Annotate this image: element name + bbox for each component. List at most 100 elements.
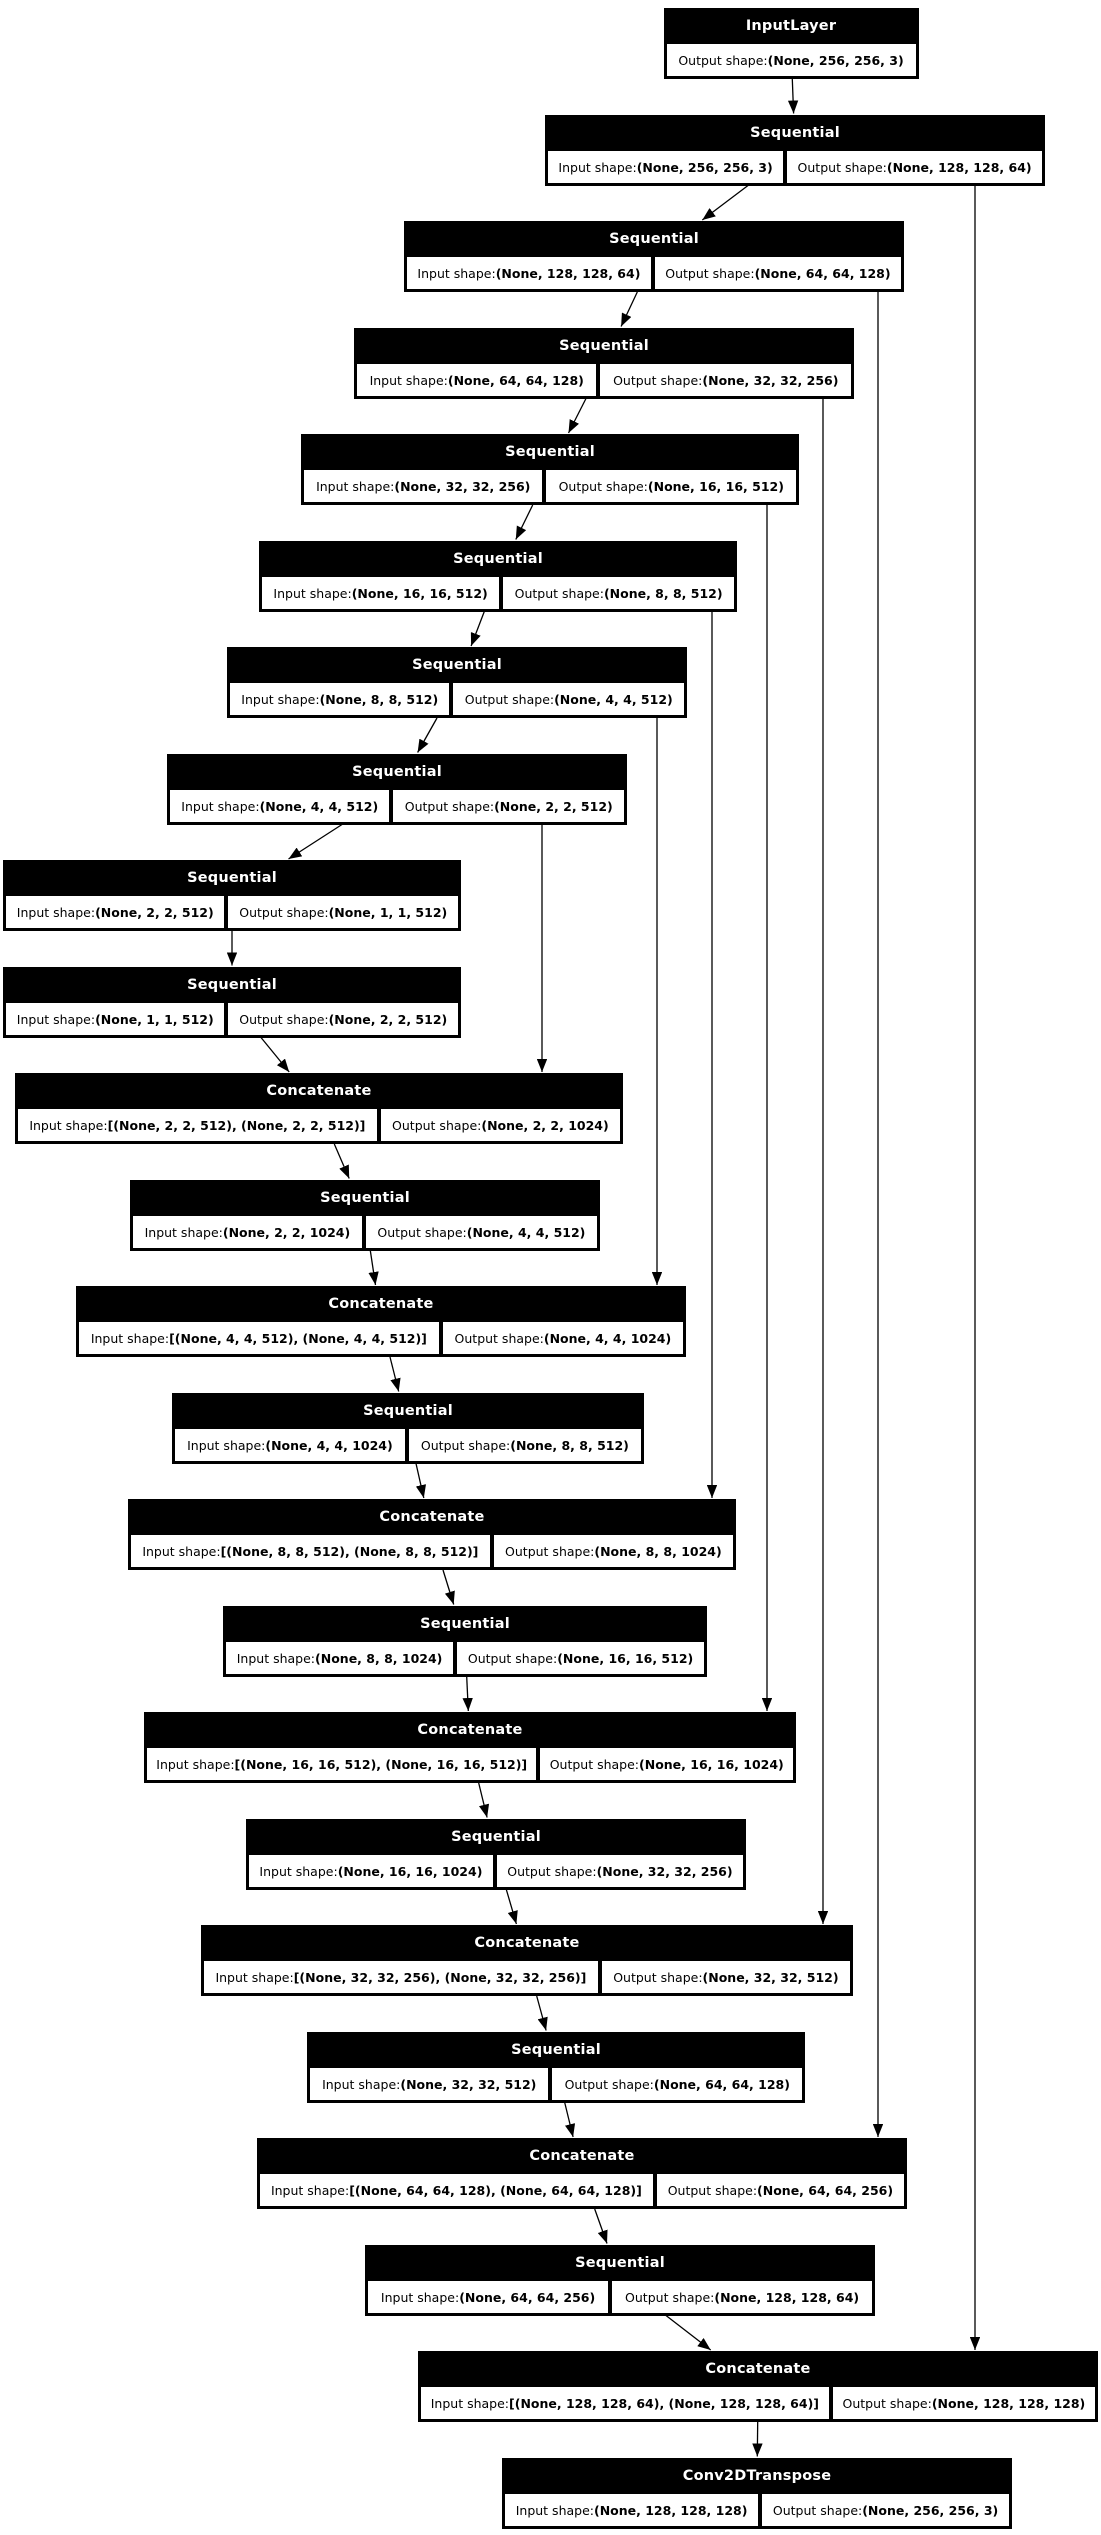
output-shape-value: (None, 16, 16, 512) bbox=[557, 1650, 694, 1666]
input-shape-label: Input shape: bbox=[558, 159, 637, 175]
output-shape-label: Output shape: bbox=[678, 52, 768, 68]
edge-chain bbox=[567, 398, 587, 434]
shape-cells-row: Input shape: [(None, 64, 64, 128), (None… bbox=[257, 2174, 907, 2209]
shape-cells-row: Input shape: [(None, 2, 2, 512), (None, … bbox=[15, 1109, 623, 1144]
shape-cells-row: Input shape: (None, 128, 128, 128)Output… bbox=[502, 2494, 1012, 2529]
node-title: Sequential bbox=[575, 2255, 665, 2271]
output-shape-value: (None, 256, 256, 3) bbox=[862, 2502, 999, 2518]
output-shape-label: Output shape: bbox=[772, 2502, 863, 2518]
output-shape-value: (None, 32, 32, 512) bbox=[702, 1969, 839, 1985]
output-shape-cell: Output shape: (None, 64, 64, 128) bbox=[654, 257, 902, 289]
edge-chain bbox=[368, 1250, 379, 1286]
output-shape-cell: Output shape: (None, 4, 4, 512) bbox=[365, 1216, 597, 1248]
output-shape-label: Output shape: bbox=[392, 1117, 482, 1133]
node-title: Sequential bbox=[609, 231, 699, 247]
input-shape-label: Input shape: bbox=[369, 372, 448, 388]
input-shape-value: (None, 4, 4, 1024) bbox=[265, 1437, 393, 1453]
output-shape-cell: Output shape: (None, 64, 64, 128) bbox=[552, 2068, 803, 2100]
node-title: Concatenate bbox=[705, 2361, 811, 2377]
shape-cells-row: Input shape: [(None, 128, 128, 64), (Non… bbox=[418, 2387, 1098, 2422]
input-shape-label: Input shape: bbox=[316, 478, 395, 494]
edge-chain bbox=[389, 1356, 401, 1392]
node-title: Concatenate bbox=[474, 1935, 580, 1951]
input-shape-cell: Input shape: [(None, 64, 64, 128), (None… bbox=[260, 2174, 653, 2206]
output-shape-cell: Output shape: (None, 128, 128, 64) bbox=[612, 2281, 873, 2313]
shape-cells-row: Input shape: [(None, 16, 16, 512), (None… bbox=[144, 1748, 796, 1783]
node-title: InputLayer bbox=[745, 18, 837, 34]
input-shape-cell: Input shape: [(None, 8, 8, 512), (None, … bbox=[131, 1535, 490, 1567]
output-shape-value: (None, 32, 32, 256) bbox=[702, 372, 839, 388]
input-shape-label: Input shape: bbox=[156, 1756, 235, 1772]
input-shape-label: Input shape: bbox=[322, 2076, 401, 2092]
output-shape-label: Output shape: bbox=[558, 478, 648, 494]
output-shape-cell: Output shape: (None, 2, 2, 512) bbox=[393, 790, 625, 822]
shape-cells-row: Input shape: [(None, 4, 4, 512), (None, … bbox=[76, 1322, 686, 1357]
output-shape-value: (None, 2, 2, 512) bbox=[494, 798, 613, 814]
output-shape-label: Output shape: bbox=[505, 1543, 595, 1559]
input-shape-cell: Input shape: (None, 32, 32, 256) bbox=[304, 470, 543, 502]
edge-chain bbox=[515, 504, 534, 540]
shape-cells-row: Input shape: (None, 64, 64, 128)Output s… bbox=[354, 364, 854, 399]
output-shape-label: Output shape: bbox=[464, 691, 555, 707]
node-title: Sequential bbox=[559, 338, 649, 354]
output-shape-value: (None, 128, 128, 64) bbox=[714, 2289, 860, 2305]
shape-cells-row: Output shape: (None, 256, 256, 3) bbox=[664, 44, 919, 79]
edge-chain bbox=[505, 1889, 518, 1925]
shape-cells-row: Input shape: (None, 256, 256, 3)Output s… bbox=[545, 151, 1045, 186]
input-shape-cell: Input shape: [(None, 4, 4, 512), (None, … bbox=[79, 1322, 439, 1354]
input-shape-cell: Input shape: (None, 2, 2, 1024) bbox=[133, 1216, 362, 1248]
input-shape-value: [(None, 16, 16, 512), (None, 16, 16, 512… bbox=[234, 1756, 528, 1772]
shape-cells-row: Input shape: (None, 64, 64, 256)Output s… bbox=[365, 2281, 875, 2316]
output-shape-value: (None, 128, 128, 64) bbox=[886, 159, 1032, 175]
output-shape-label: Output shape: bbox=[514, 585, 604, 601]
shape-cells-row: Input shape: (None, 4, 4, 1024)Output sh… bbox=[172, 1429, 644, 1464]
shape-cells-row: Input shape: (None, 1, 1, 512)Output sha… bbox=[3, 1003, 461, 1038]
input-shape-value: [(None, 2, 2, 512), (None, 2, 2, 512)] bbox=[107, 1117, 366, 1133]
output-shape-label: Output shape: bbox=[797, 159, 887, 175]
output-shape-cell: Output shape: (None, 8, 8, 512) bbox=[408, 1429, 641, 1461]
input-shape-cell: Input shape: [(None, 2, 2, 512), (None, … bbox=[18, 1109, 377, 1141]
output-shape-label: Output shape: bbox=[613, 372, 703, 388]
output-shape-label: Output shape: bbox=[377, 1224, 467, 1240]
output-shape-label: Output shape: bbox=[239, 904, 329, 920]
output-shape-value: (None, 4, 4, 512) bbox=[466, 1224, 586, 1240]
input-shape-cell: Input shape: (None, 128, 128, 64) bbox=[407, 257, 651, 289]
output-shape-value: (None, 256, 256, 3) bbox=[767, 52, 904, 68]
shape-cells-row: Input shape: [(None, 32, 32, 256), (None… bbox=[201, 1961, 853, 1996]
output-shape-label: Output shape: bbox=[665, 265, 755, 281]
node-title: Concatenate bbox=[379, 1509, 485, 1525]
shape-cells-row: Input shape: (None, 32, 32, 256) Output s… bbox=[301, 470, 799, 505]
node-title: Concatenate bbox=[417, 1722, 523, 1738]
input-shape-label: Input shape: bbox=[29, 1117, 108, 1133]
output-shape-cell: Output shape: (None, 32, 32, 512) bbox=[601, 1961, 851, 1993]
edge-group bbox=[226, 78, 981, 2457]
edge-chain bbox=[536, 1995, 548, 2031]
output-shape-cell: Output shape: (None, 256, 256, 3) bbox=[762, 2494, 1009, 2526]
output-shape-label: Output shape: bbox=[420, 1437, 511, 1453]
node-title: Sequential bbox=[412, 657, 502, 673]
output-shape-label: Output shape: bbox=[507, 1863, 597, 1879]
edge-chain bbox=[442, 1569, 455, 1605]
output-shape-value: (None, 2, 2, 512) bbox=[328, 1011, 448, 1027]
node-title: Sequential bbox=[511, 2042, 601, 2058]
input-shape-label: Input shape: bbox=[16, 1011, 96, 1027]
input-shape-cell: Input shape: (None, 4, 4, 512) bbox=[170, 790, 390, 822]
output-shape-value: (None, 16, 16, 512) bbox=[647, 478, 784, 494]
edge-chain bbox=[288, 823, 343, 860]
input-shape-cell: Input shape: (None, 128, 128, 128) bbox=[505, 2494, 759, 2526]
output-shape-value: (None, 64, 64, 128) bbox=[653, 2076, 790, 2092]
input-shape-cell: Input shape: (None, 16, 16, 1024) bbox=[249, 1855, 493, 1887]
